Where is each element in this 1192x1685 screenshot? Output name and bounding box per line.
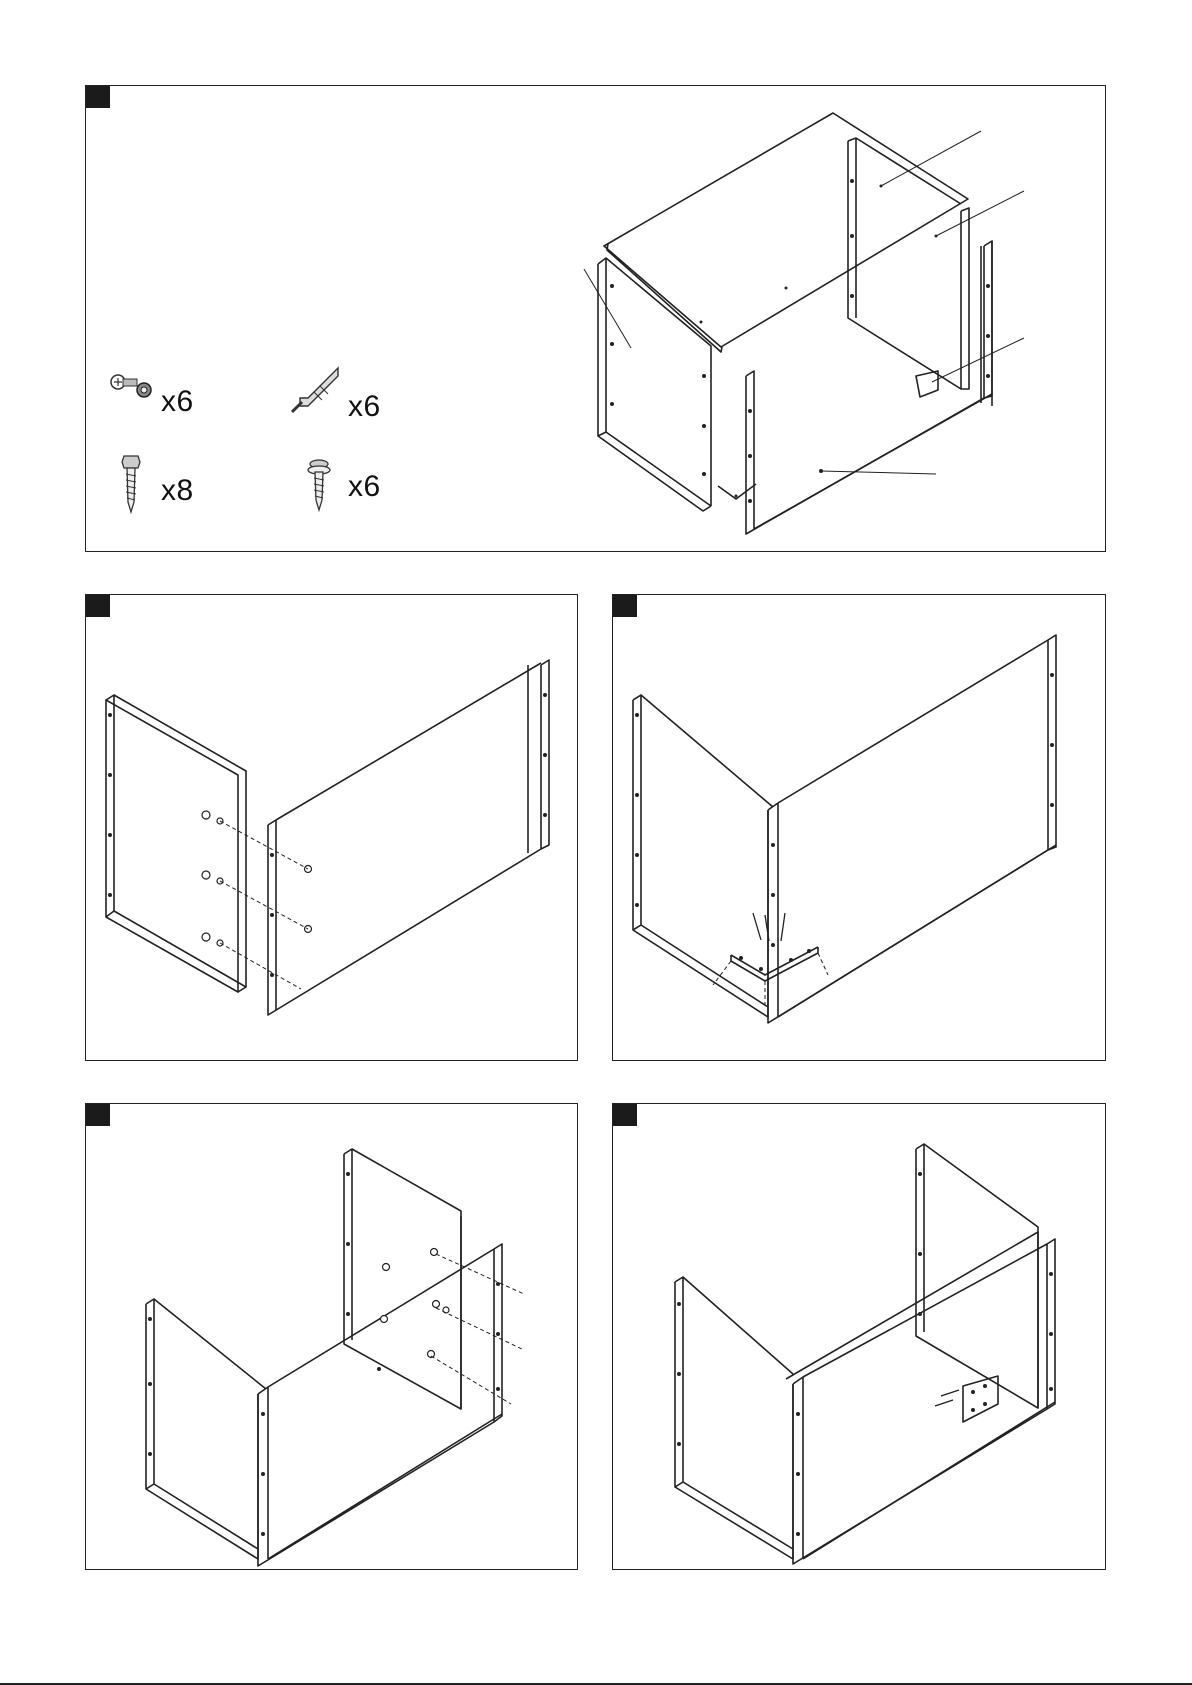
step-4-drawing [613,1104,1105,1569]
exploded-cabinet-drawing [86,86,1105,551]
bottom-panel [746,246,984,534]
step-1-panel [85,594,578,1061]
step-1-drawing [86,595,577,1060]
step-2-panel [612,594,1106,1061]
corner-bracket [731,947,818,975]
step-3-drawing [86,1104,577,1569]
step-4-panel [612,1103,1106,1570]
corner-bracket [963,1376,998,1422]
step-2-drawing [613,595,1105,1060]
left-side-panel [598,258,711,506]
overview-panel: x6 x6 x8 x6 [85,85,1106,552]
top-panel [604,113,968,347]
step-3-panel [85,1103,578,1570]
back-panel [848,141,961,389]
